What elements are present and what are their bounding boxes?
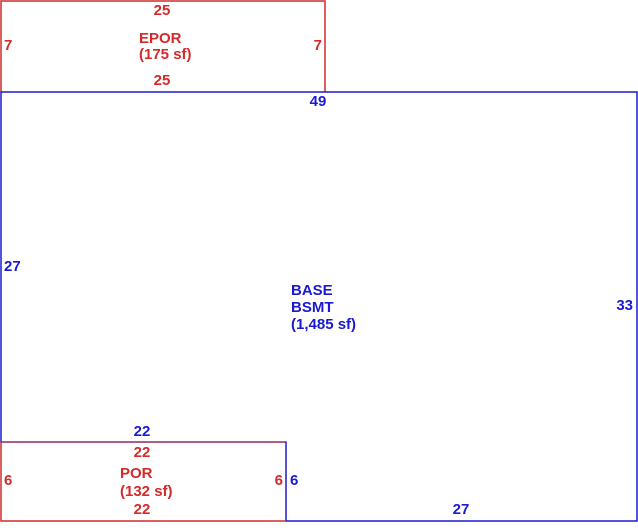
epor-outline bbox=[0, 0, 326, 92]
por-outline bbox=[0, 442, 286, 522]
epor-top-dim: 25 bbox=[154, 2, 171, 19]
base-inner-right-dim: 6 bbox=[290, 472, 298, 489]
por-right-dim: 6 bbox=[275, 472, 283, 489]
base-bottom-dim: 27 bbox=[453, 501, 470, 518]
base-inner-top-dim: 22 bbox=[134, 423, 151, 440]
epor-left-dim: 7 bbox=[4, 37, 12, 54]
por-top-dim: 22 bbox=[134, 444, 151, 461]
por-bottom-dim: 22 bbox=[134, 501, 151, 518]
por-name: POR bbox=[120, 465, 153, 482]
base-name-line1: BASE bbox=[291, 282, 333, 299]
base-right-dim: 33 bbox=[616, 297, 633, 314]
base-name-line2: BSMT bbox=[291, 299, 334, 316]
epor-right-dim: 7 bbox=[314, 37, 322, 54]
base-area: (1,485 sf) bbox=[291, 316, 356, 333]
epor-bottom-dim: 25 bbox=[154, 72, 171, 89]
epor-area: (175 sf) bbox=[139, 46, 192, 63]
base-left-dim: 27 bbox=[4, 258, 21, 275]
epor-name: EPOR bbox=[139, 30, 182, 47]
por-left-dim: 6 bbox=[4, 472, 12, 489]
base-top-dim: 49 bbox=[310, 93, 327, 110]
por-area: (132 sf) bbox=[120, 483, 173, 500]
